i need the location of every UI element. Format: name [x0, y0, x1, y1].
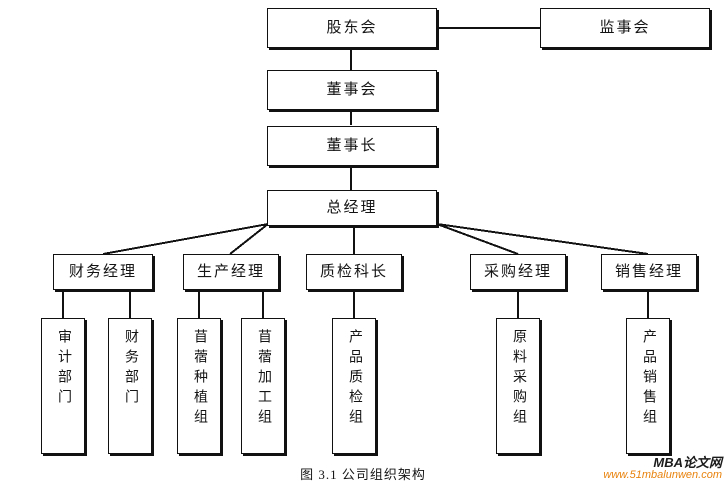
- node-material-purchasing-team-label: 原料采购组: [511, 329, 526, 429]
- watermark-url: www.51mbalunwen.com: [603, 468, 722, 481]
- node-material-purchasing-team[interactable]: 原料采购组: [496, 318, 540, 454]
- node-product-sales-team-label: 产品销售组: [641, 329, 656, 429]
- node-supervisors-label: 监事会: [599, 19, 651, 36]
- watermark-brand: MBA论文网: [653, 455, 722, 470]
- node-alfalfa-processing-team[interactable]: 苜蓿加工组: [241, 318, 285, 454]
- node-product-qc-team-label: 产品质检组: [347, 329, 362, 429]
- node-purchasing-manager[interactable]: 采购经理: [470, 254, 566, 290]
- edge-gm-purchasing: [436, 223, 519, 255]
- node-alfalfa-planting-team-label: 苜蓿种植组: [192, 329, 207, 429]
- node-audit-dept-label: 审计部门: [56, 329, 71, 409]
- node-product-qc-team[interactable]: 产品质检组: [332, 318, 376, 454]
- node-qc-chief[interactable]: 质检科长: [306, 254, 402, 290]
- node-alfalfa-processing-team-label: 苜蓿加工组: [256, 329, 271, 429]
- node-board[interactable]: 董事会: [267, 70, 437, 110]
- edge-gm-sales: [436, 223, 649, 255]
- node-shareholders-label: 股东会: [326, 19, 378, 36]
- node-finance-dept[interactable]: 财务部门: [108, 318, 152, 454]
- node-general-manager[interactable]: 总经理: [267, 190, 437, 226]
- node-sales-manager-label: 销售经理: [614, 263, 683, 280]
- node-sales-manager[interactable]: 销售经理: [601, 254, 697, 290]
- node-production-manager[interactable]: 生产经理: [183, 254, 279, 290]
- node-purchasing-manager-label: 采购经理: [483, 263, 552, 280]
- node-finance-manager[interactable]: 财务经理: [53, 254, 153, 290]
- node-production-manager-label: 生产经理: [196, 263, 265, 280]
- node-product-sales-team[interactable]: 产品销售组: [626, 318, 670, 454]
- figure-caption: 图 3.1 公司组织架构: [300, 467, 426, 482]
- node-alfalfa-planting-team[interactable]: 苜蓿种植组: [177, 318, 221, 454]
- node-supervisors[interactable]: 监事会: [540, 8, 710, 48]
- node-shareholders[interactable]: 股东会: [267, 8, 437, 48]
- watermark: MBA论文网 www.51mbalunwen.com: [603, 456, 722, 481]
- edge-gm-production: [229, 223, 269, 255]
- node-chairman[interactable]: 董事长: [267, 126, 437, 166]
- node-finance-manager-label: 财务经理: [68, 263, 137, 280]
- node-finance-dept-label: 财务部门: [123, 329, 138, 409]
- node-chairman-label: 董事长: [326, 137, 378, 154]
- edge-gm-finance: [102, 223, 269, 255]
- node-general-manager-label: 总经理: [326, 199, 378, 216]
- node-board-label: 董事会: [326, 81, 378, 98]
- node-qc-chief-label: 质检科长: [319, 263, 388, 280]
- node-audit-dept[interactable]: 审计部门: [41, 318, 85, 454]
